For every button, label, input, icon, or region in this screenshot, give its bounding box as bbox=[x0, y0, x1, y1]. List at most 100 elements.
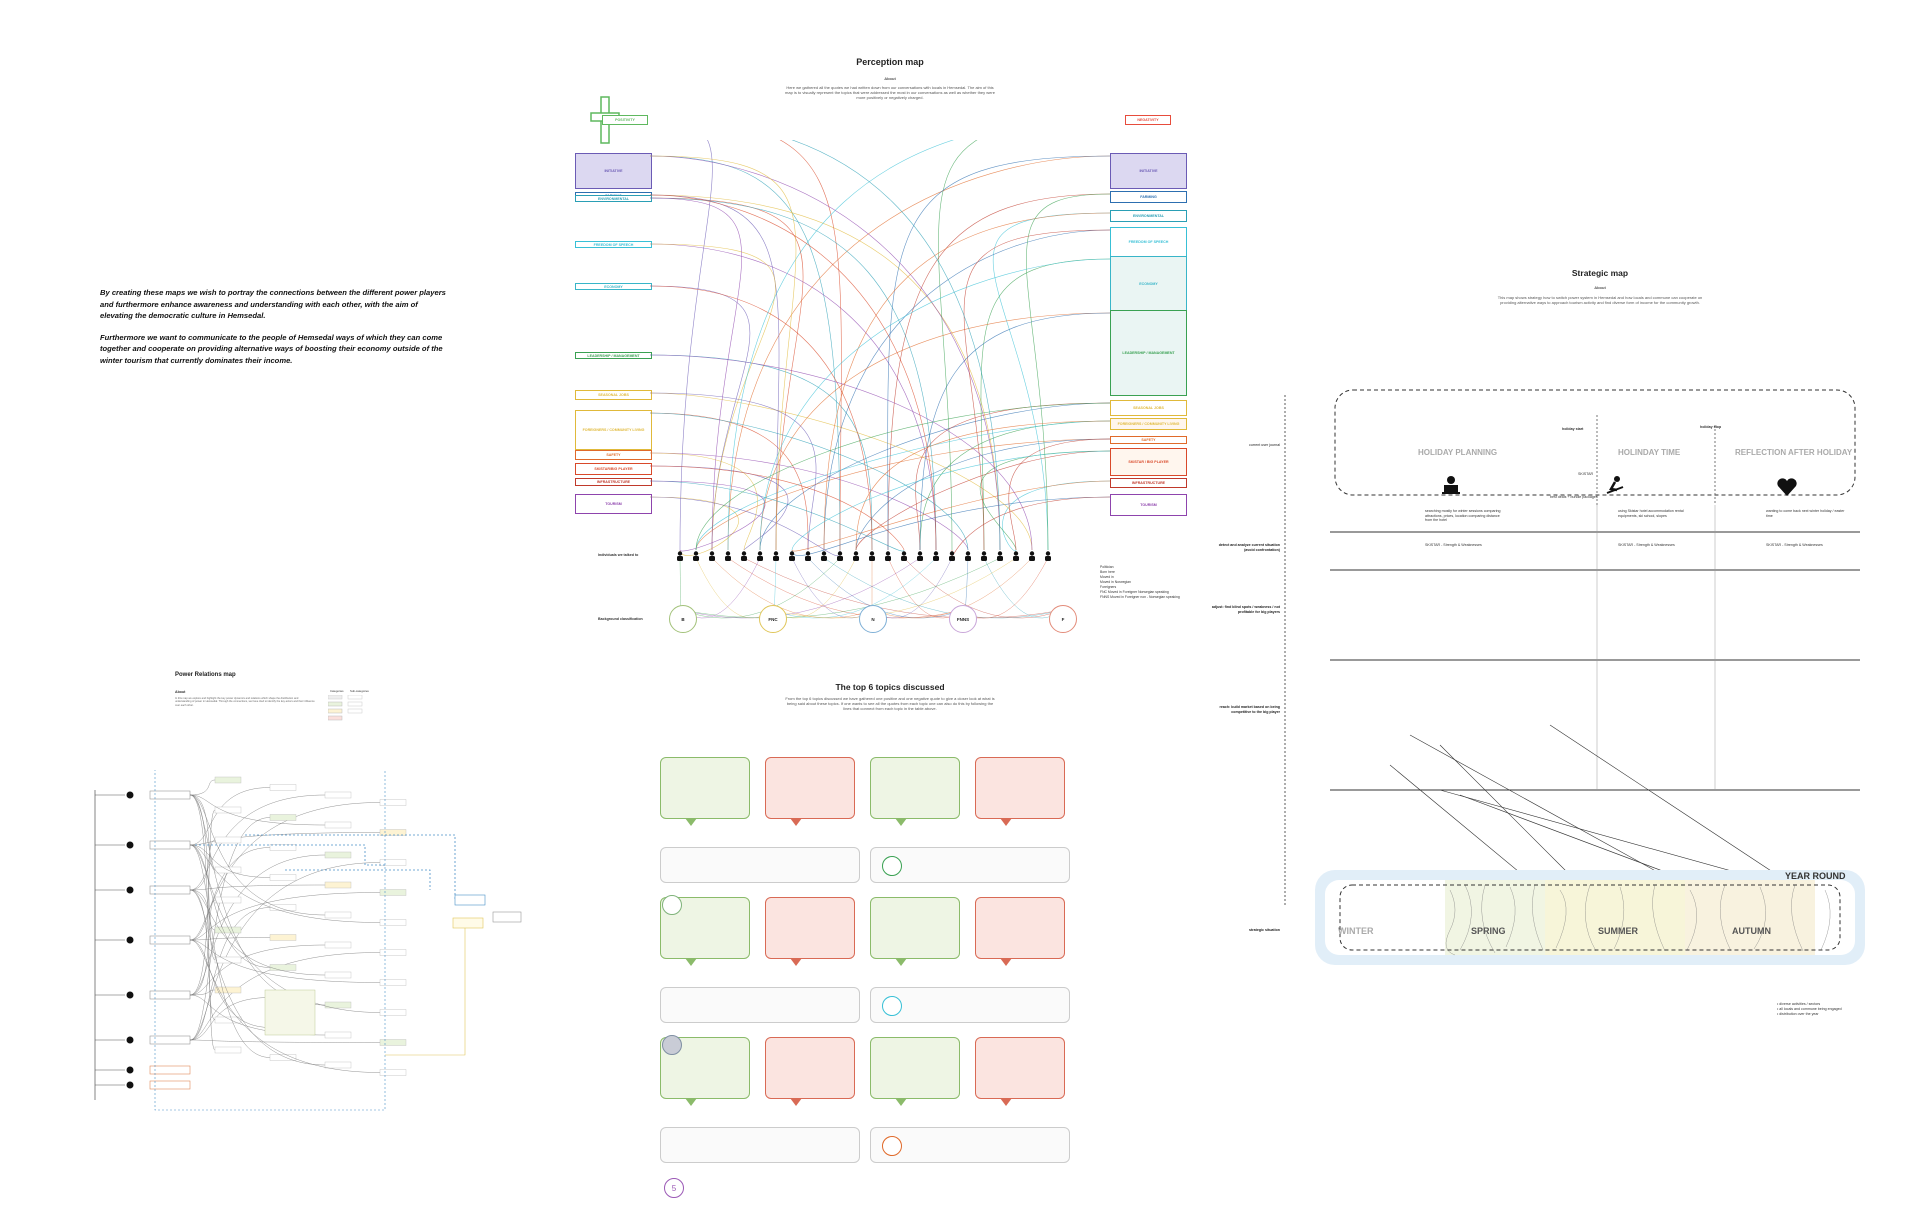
relation-box bbox=[269, 904, 297, 911]
dashed-link bbox=[245, 834, 456, 900]
relation-box bbox=[379, 979, 407, 986]
person-icon bbox=[756, 548, 764, 561]
relation-box bbox=[214, 1046, 242, 1054]
connection-curve bbox=[649, 243, 776, 551]
connection-curve bbox=[727, 140, 955, 551]
person-icon bbox=[676, 548, 684, 561]
legend-item: Born here bbox=[1100, 570, 1115, 574]
relation-box bbox=[324, 851, 352, 859]
classification-curve bbox=[771, 557, 1017, 619]
relation-box bbox=[324, 791, 352, 799]
left-topic-11: INFRASTRUCTURE bbox=[575, 478, 652, 486]
person-icon bbox=[964, 548, 972, 561]
relation-line bbox=[189, 794, 326, 916]
connection-curve bbox=[649, 496, 841, 556]
topic-label bbox=[870, 987, 1070, 1023]
speech-bubble-tail bbox=[790, 1098, 802, 1106]
actor-icon bbox=[126, 1066, 134, 1074]
year-round-label: YEAR ROUND bbox=[1785, 871, 1846, 881]
left-topic-12: TOURISM bbox=[575, 494, 652, 514]
actor-box bbox=[149, 790, 191, 800]
person-icon bbox=[740, 548, 748, 561]
relation-line bbox=[189, 944, 326, 996]
legend-item: Moved in Norwegian bbox=[1100, 580, 1131, 584]
speech-bubble-tail bbox=[1000, 818, 1012, 826]
connection-curve bbox=[649, 285, 873, 551]
perception-connection-lines bbox=[649, 140, 1111, 619]
season-label: SUMMER bbox=[1598, 926, 1638, 936]
topic-label bbox=[660, 847, 860, 883]
season-label: SPRING bbox=[1471, 926, 1506, 936]
relation-line bbox=[189, 794, 326, 1006]
connection-curve bbox=[679, 140, 713, 551]
right-topic-9: SAFETY bbox=[1110, 436, 1187, 444]
background-circle-1: FNC bbox=[759, 605, 787, 633]
actor-icon bbox=[126, 841, 134, 849]
relation-box bbox=[324, 941, 352, 949]
relation-line bbox=[189, 854, 326, 996]
skier-icon bbox=[1606, 476, 1624, 494]
quote-negative bbox=[975, 757, 1065, 819]
row-label: strategic situation bbox=[1249, 928, 1280, 932]
background-circle-0: B bbox=[669, 605, 697, 633]
right-topic-4: FREEDOM OF SPEECH bbox=[1110, 227, 1187, 257]
right-topic-6: LEADERSHIP / MANAGEMENT bbox=[1110, 310, 1187, 396]
connection-curve bbox=[649, 354, 1033, 551]
row-label: detect and analyze current situation (av… bbox=[1218, 543, 1280, 552]
connection-curve bbox=[887, 155, 1111, 551]
actor-icon bbox=[126, 886, 134, 894]
phase-label: REFLECTION AFTER HOLIDAY bbox=[1735, 448, 1853, 457]
power-relations-diagram bbox=[94, 770, 522, 1111]
relation-box bbox=[214, 1016, 242, 1024]
person-icon bbox=[836, 548, 844, 561]
actor-icon bbox=[126, 1036, 134, 1044]
swot-note: SKISTAR - Strength & Weaknesses bbox=[1766, 543, 1823, 547]
connection-curve bbox=[649, 155, 841, 551]
relation-box bbox=[269, 814, 297, 821]
relation-line bbox=[189, 794, 216, 961]
connection-curve bbox=[938, 140, 978, 551]
topic-number-5: 5 bbox=[664, 1178, 684, 1198]
relation-line bbox=[189, 939, 381, 983]
left-topic-9: SAFETY bbox=[575, 450, 652, 460]
left-topic-1: INITIATIVE bbox=[575, 153, 652, 189]
relation-box bbox=[269, 874, 297, 881]
relation-line bbox=[189, 889, 216, 931]
power-legend-swatches bbox=[328, 695, 363, 721]
actor-icon bbox=[126, 791, 134, 799]
quote-negative bbox=[765, 897, 855, 959]
relation-box bbox=[324, 821, 352, 829]
quote-positive bbox=[870, 897, 960, 959]
background-circle-2: N bbox=[859, 605, 887, 633]
phase-label: HOLIDAY PLANNING bbox=[1418, 448, 1498, 457]
left-topic-3: ENVIRONMENTAL bbox=[575, 195, 652, 202]
connection-curve bbox=[823, 212, 1111, 551]
relation-box bbox=[214, 896, 242, 904]
dashed-boundary bbox=[154, 770, 386, 1111]
classification-curve bbox=[903, 557, 1063, 619]
legend-item: Moved in bbox=[1100, 575, 1114, 579]
relation-box bbox=[379, 1039, 407, 1046]
relation-line bbox=[189, 989, 216, 996]
person-icon bbox=[708, 548, 716, 561]
relation-line bbox=[189, 892, 381, 941]
actor-icon bbox=[126, 1081, 134, 1089]
footer-note: • distribution over the year bbox=[1777, 1012, 1819, 1016]
power-about-text: In this map we explore and highlight the… bbox=[175, 697, 315, 707]
relation-line bbox=[189, 844, 381, 923]
swot-note: SKISTAR - Strength & Weaknesses bbox=[1618, 543, 1675, 547]
connection-curve bbox=[649, 412, 809, 551]
connection-curve bbox=[695, 402, 1111, 551]
relation-box bbox=[269, 784, 297, 791]
relation-line bbox=[189, 937, 271, 941]
background-label: Background classification bbox=[598, 617, 643, 621]
left-topic-10: SKISTAR/BIG PLAYER bbox=[575, 463, 652, 475]
topic-number-2 bbox=[882, 856, 902, 876]
laptop-person-icon bbox=[1442, 476, 1460, 494]
top6-title: The top 6 topics discussed bbox=[835, 682, 945, 692]
topic-number-3 bbox=[662, 1035, 682, 1055]
person-icon bbox=[724, 548, 732, 561]
dashed-link bbox=[285, 869, 431, 890]
speech-bubble-tail bbox=[685, 1098, 697, 1106]
